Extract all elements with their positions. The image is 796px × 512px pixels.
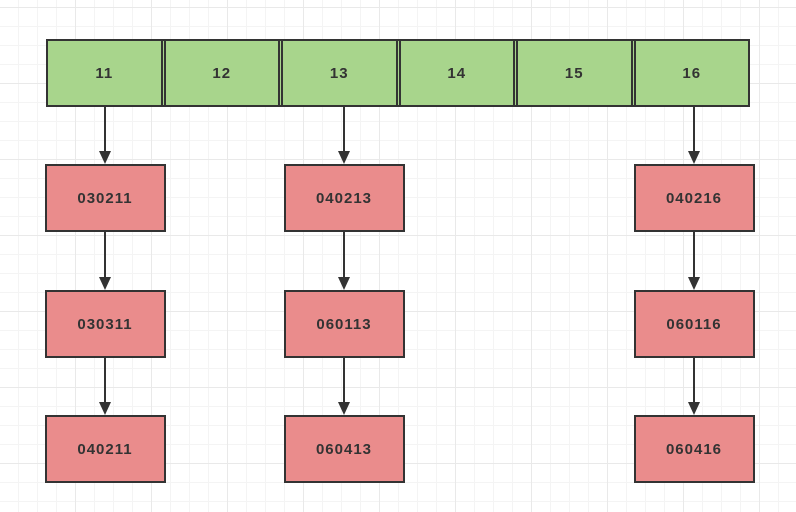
arrow-shaft [693, 358, 695, 404]
arrow-head-icon [688, 277, 700, 290]
arrow-head-icon [338, 277, 350, 290]
bar-cell-14[interactable]: 14 [447, 64, 467, 82]
box-060113[interactable]: 060113 [283, 290, 405, 358]
box-040211[interactable]: 040211 [44, 415, 166, 483]
down-arrow[interactable] [687, 358, 701, 415]
box-040216[interactable]: 040216 [633, 164, 755, 232]
down-arrow[interactable] [337, 232, 351, 290]
bar-cell-divider [160, 41, 166, 105]
box-030311[interactable]: 030311 [44, 290, 166, 358]
header-bar: 11 12 13 14 15 16 [46, 39, 750, 107]
down-arrow[interactable] [98, 232, 112, 290]
box-030211[interactable]: 030211 [44, 164, 166, 232]
arrow-head-icon [338, 402, 350, 415]
arrow-head-icon [99, 277, 111, 290]
bar-cell-divider [395, 41, 401, 105]
arrow-head-icon [99, 402, 111, 415]
bar-cell-divider [278, 41, 283, 105]
bar-cell-divider [513, 41, 518, 105]
down-arrow[interactable] [98, 107, 112, 164]
box-060416[interactable]: 060416 [633, 415, 755, 483]
down-arrow[interactable] [687, 107, 701, 164]
bar-cell-11[interactable]: 11 [95, 64, 114, 82]
box-060116[interactable]: 060116 [633, 290, 755, 358]
arrow-shaft [343, 232, 345, 279]
arrow-head-icon [338, 151, 350, 164]
bar-cell-13[interactable]: 13 [329, 64, 349, 82]
arrow-head-icon [99, 151, 111, 164]
arrow-head-icon [688, 151, 700, 164]
bar-cell-15[interactable]: 15 [564, 64, 584, 82]
arrow-head-icon [688, 402, 700, 415]
bar-cell-16[interactable]: 16 [682, 64, 702, 82]
arrow-shaft [693, 107, 695, 153]
bar-cell-12[interactable]: 12 [212, 64, 232, 82]
arrow-shaft [343, 358, 345, 404]
box-040213[interactable]: 040213 [283, 164, 405, 232]
down-arrow[interactable] [687, 232, 701, 290]
arrow-shaft [104, 107, 106, 153]
box-060413[interactable]: 060413 [283, 415, 405, 483]
down-arrow[interactable] [98, 358, 112, 415]
arrow-shaft [104, 358, 106, 404]
arrow-shaft [343, 107, 345, 153]
arrow-shaft [104, 232, 106, 279]
down-arrow[interactable] [337, 358, 351, 415]
arrow-shaft [693, 232, 695, 279]
down-arrow[interactable] [337, 107, 351, 164]
bar-cell-divider [630, 41, 636, 105]
